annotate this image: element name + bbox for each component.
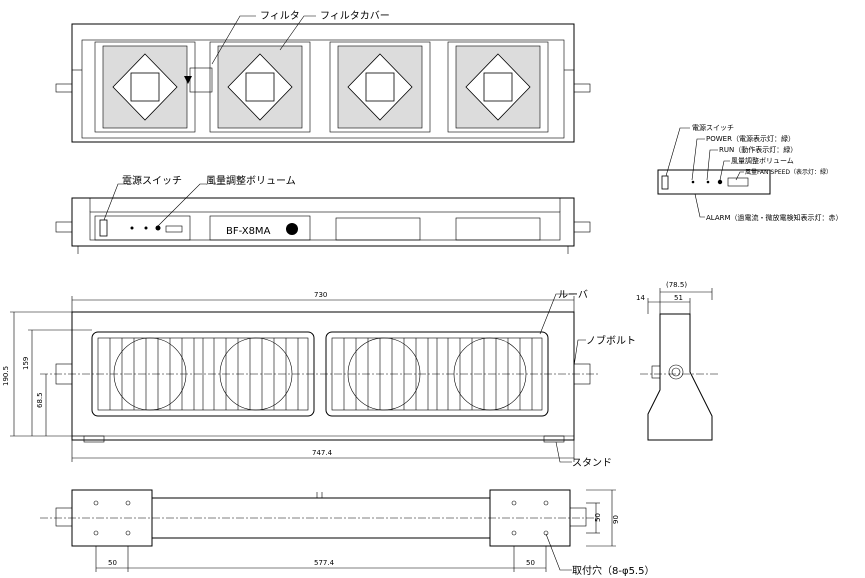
brand-logo [286, 223, 298, 235]
volume-knob-icon [155, 225, 161, 231]
filter-label: フィルタ [260, 10, 300, 22]
louver-label: ルーバ [558, 289, 588, 301]
side-view: (78.5) 14 51 [636, 281, 720, 441]
filter-cover-label: フィルタカバー [320, 10, 390, 22]
panel-power-switch-label: 電源スイッチ [692, 123, 734, 132]
panel-alarm-label: ALARM（過電流・微放電検知表示灯：赤） [706, 213, 843, 222]
dim-747-4: 747.4 [312, 449, 333, 457]
dim-50-right: 50 [526, 559, 535, 567]
main-view: 730 747.4 190.5 159 68.5 ルーバ ノブボルト スタンド [2, 289, 636, 469]
filter-module-1 [94, 41, 196, 133]
dim-68-5: 68.5 [36, 392, 44, 408]
model-name: BF-X8MA [226, 226, 271, 237]
filter-module-2 [209, 41, 311, 133]
power-switch-label: 電源スイッチ [122, 174, 182, 187]
dim-78-5: (78.5) [666, 281, 687, 289]
dim-90-vertical: 90 [612, 515, 620, 524]
panel-volume-label: 風量調整ボリューム [731, 156, 794, 165]
dim-50-vertical: 50 [594, 513, 602, 522]
dim-190-5: 190.5 [2, 366, 10, 386]
filter-module-3 [329, 41, 431, 133]
panel-fan-speed-label: 風量FAN SPEED（表示灯：緑） [745, 168, 832, 176]
top-view: フィルタ フィルタカバー [55, 10, 591, 143]
dim-730: 730 [314, 291, 327, 299]
dim-50-left: 50 [108, 559, 117, 567]
stand-label: スタンド [572, 457, 612, 469]
panel-detail: 電源スイッチ POWER（電源表示灯：緑） RUN（動作表示灯：緑） 風量調整ボ… [657, 123, 843, 222]
mount-hole-label: 取付穴（8-φ5.5） [572, 564, 654, 577]
knob-bolt-label: ノブボルト [586, 334, 636, 347]
panel-run-lamp-label: RUN（動作表示灯：緑） [719, 145, 797, 154]
dim-159: 159 [22, 357, 30, 370]
filter-module-4 [447, 41, 549, 133]
bottom-view: 50 577.4 50 50 90 取付穴（8-φ5.5） [40, 489, 654, 577]
power-switch-icon [99, 219, 108, 237]
dim-14: 14 [636, 294, 645, 302]
dim-577-4: 577.4 [314, 559, 335, 567]
dim-51: 51 [674, 294, 683, 302]
volume-label: 風量調整ボリューム [206, 174, 296, 187]
front-view: BF-X8MA 電源スイッチ 風量調整ボリューム [55, 174, 591, 254]
panel-power-lamp-label: POWER（電源表示灯：緑） [706, 134, 795, 143]
